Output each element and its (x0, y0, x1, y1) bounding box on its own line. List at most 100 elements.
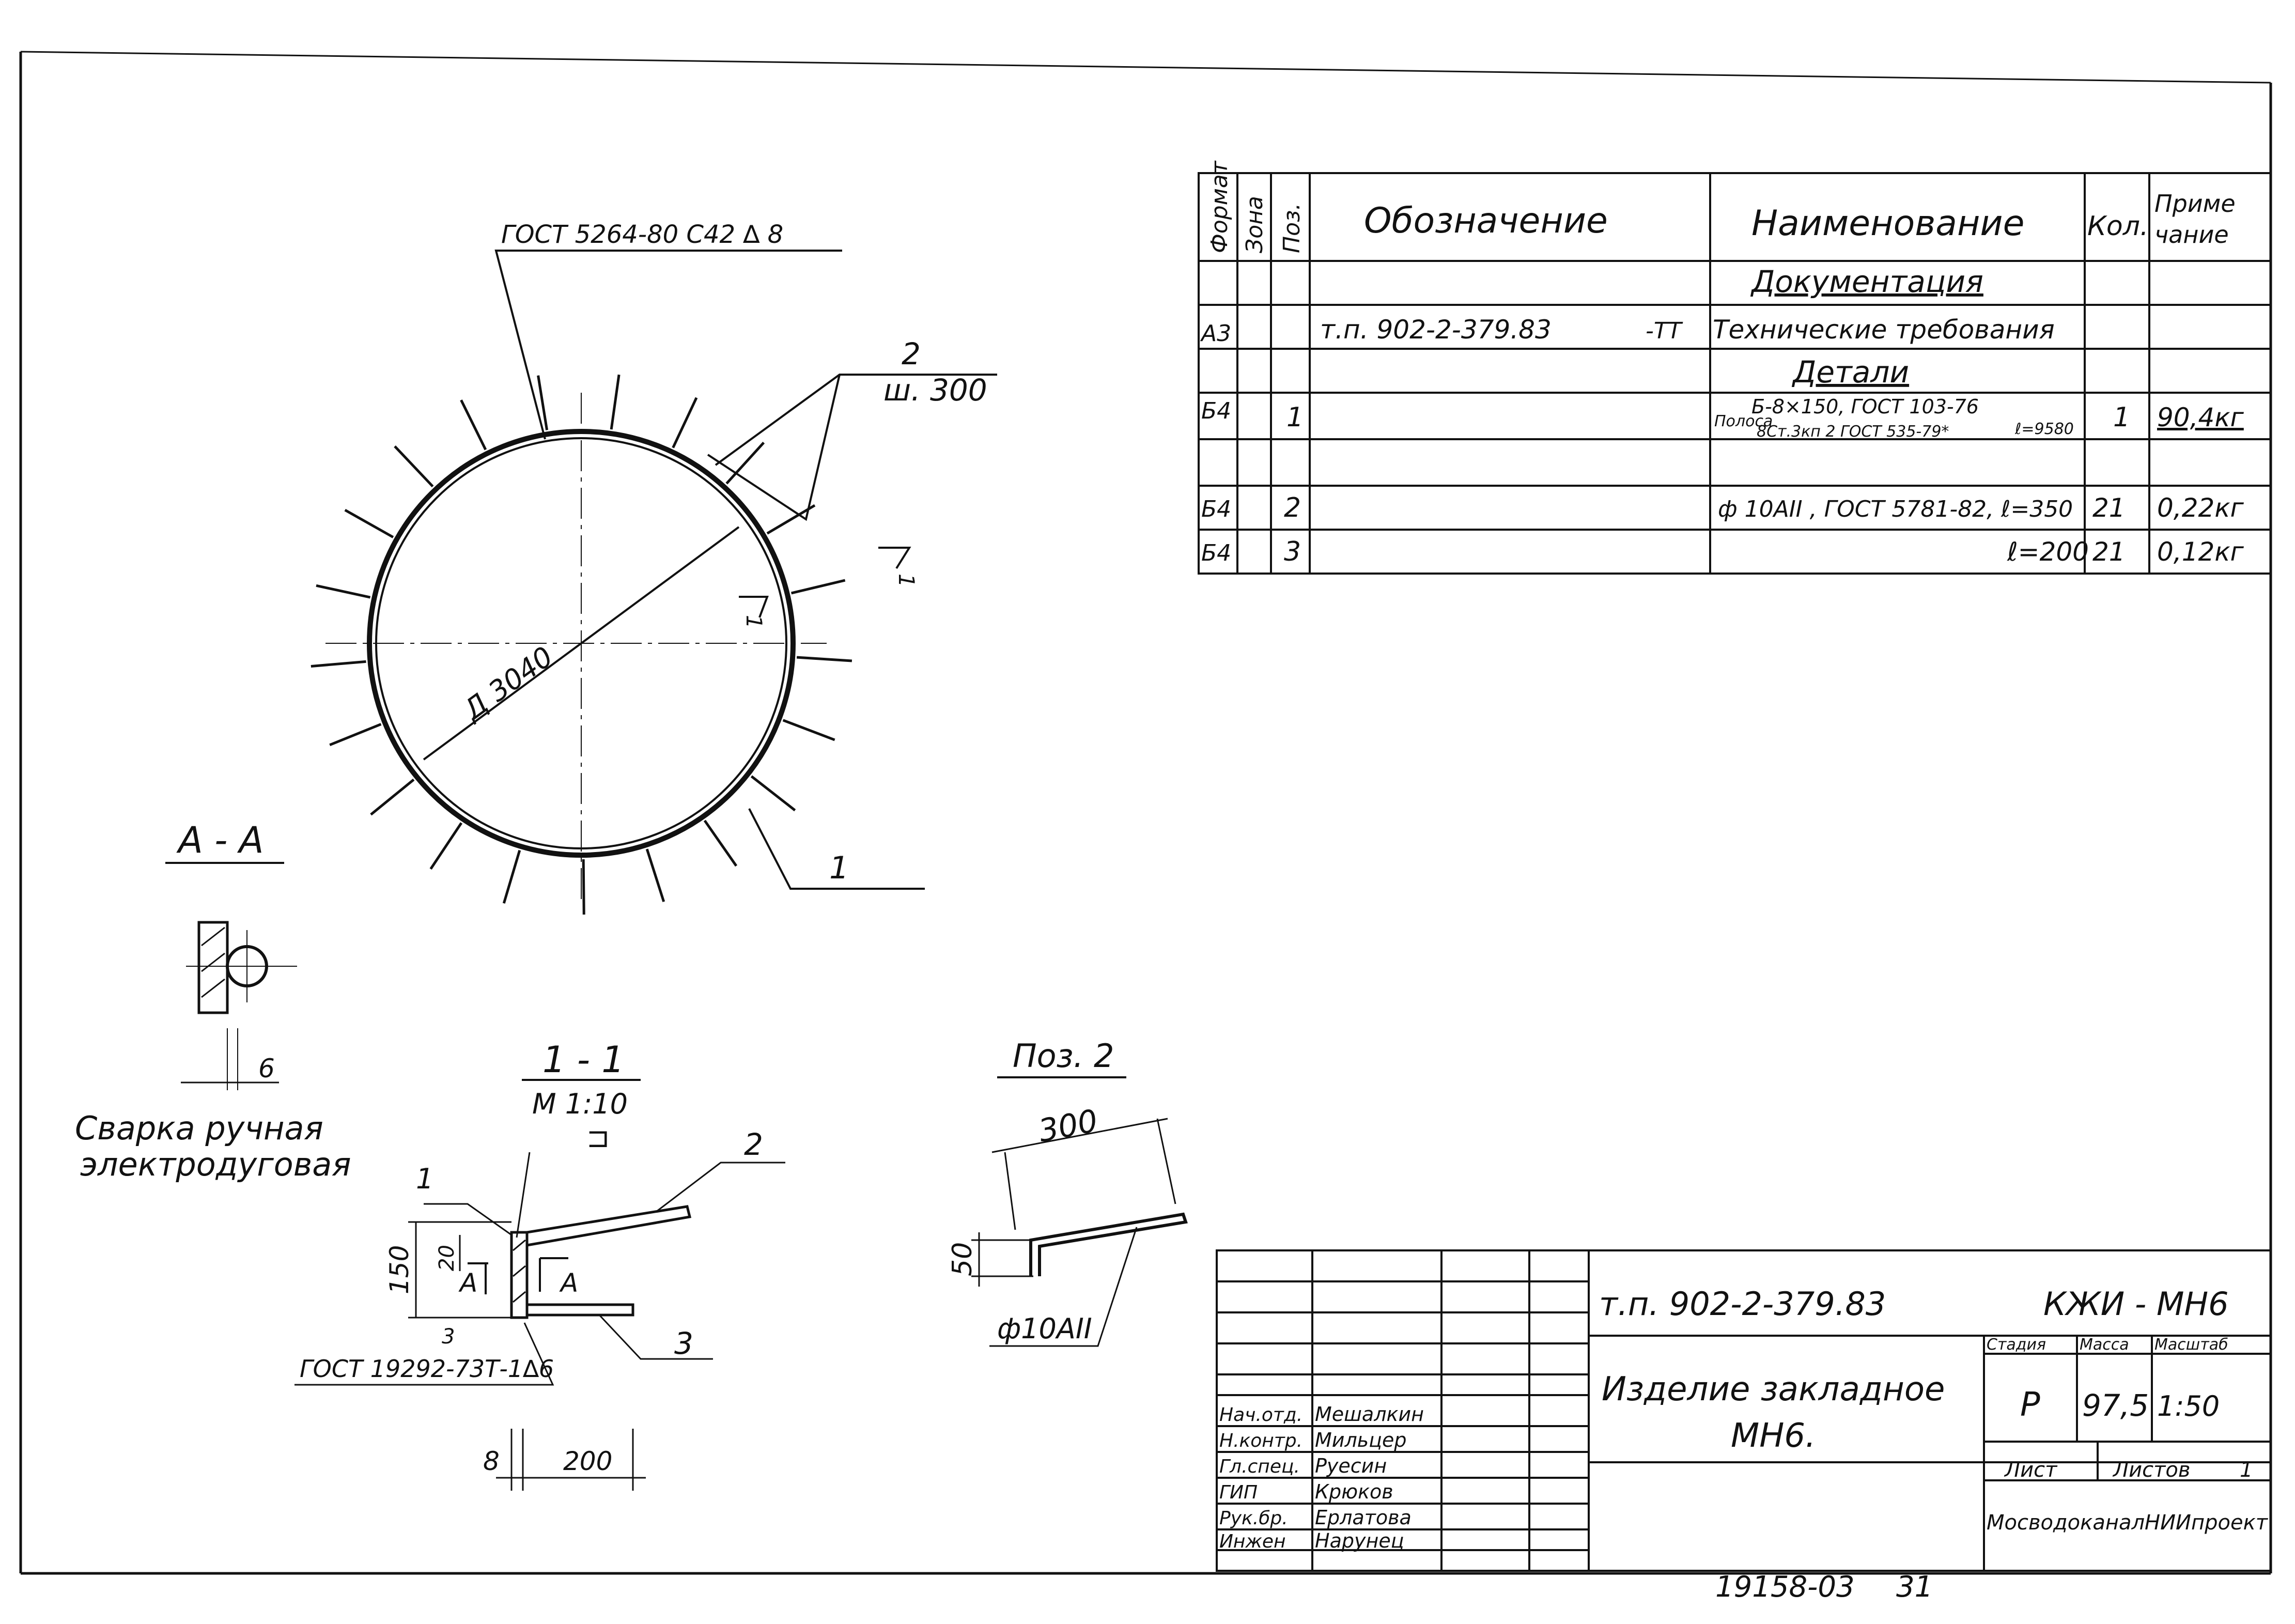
section-marker-top (878, 547, 911, 569)
pos1-label: 1 (829, 850, 849, 886)
footer-page: 31 (1896, 1570, 1933, 1604)
row2-name-a: Б-8×150, ГОСТ 103-76 (1751, 395, 1979, 418)
s11-bar-3 (525, 1303, 634, 1317)
pos2-bar (1029, 1212, 1188, 1276)
tb-roles: Нач.отд.МешалкинН.контр.МильцерГл.спец.Р… (1219, 1403, 1424, 1552)
diameter-label: Д 3040 (457, 640, 559, 727)
anchor-bar (329, 723, 382, 746)
pos2-leader-a (707, 374, 841, 521)
row3-note: 0,22кг (2157, 493, 2244, 523)
row4-note: 0,12кг (2157, 537, 2244, 567)
header-note-a: Приме (2154, 190, 2236, 218)
tb-person: Мешалкин (1315, 1403, 1424, 1426)
aa-note-2: электродуговая (80, 1146, 351, 1183)
section-aa: А - А 6 Сварка ручная электродуговая (75, 819, 351, 1183)
pos2-detail: Поз. 2 300 50 ф10АII (947, 1037, 1188, 1347)
s11-dim-200: 200 (563, 1446, 612, 1476)
tb-role: Рук.бр. (1219, 1508, 1288, 1529)
pos2-pitch: ш. 300 (883, 373, 987, 408)
aa-note-1: Сварка ручная (75, 1109, 323, 1147)
anchor-bar (394, 445, 434, 488)
tb-sheet-code: КЖИ - МН6 (2043, 1285, 2229, 1323)
row3-format: Б4 (1201, 496, 1231, 522)
s11-dim-150: 150 (384, 1245, 414, 1294)
tb-role: Нач.отд. (1219, 1404, 1302, 1426)
row1-designation: т.п. 902-2-379.83 (1320, 315, 1552, 345)
row2-name-d: ℓ=9580 (2014, 420, 2074, 438)
anchor-bar (537, 375, 549, 430)
tb-person: Нарунец (1315, 1529, 1404, 1552)
tb-org: МосводоканалНИИпроект (1987, 1511, 2269, 1535)
section-marker-inner (739, 596, 769, 618)
row1-name: Технические требования (1713, 315, 2055, 345)
tb-role: ГИП (1219, 1482, 1258, 1503)
header-qty: Кол. (2087, 211, 2149, 242)
section-details: Детали (1791, 354, 1909, 390)
s11-label-3: 3 (674, 1326, 693, 1361)
anchor-bar (311, 660, 366, 668)
row4-pos: 3 (1284, 536, 1301, 567)
pos2-dim-50: 50 (947, 1242, 978, 1276)
section-aa-title: А - А (176, 819, 264, 861)
tb-mass-h: Масса (2080, 1336, 2129, 1354)
tb-person: Мильцер (1315, 1429, 1407, 1451)
s11-dim-20: 20 (435, 1245, 459, 1271)
header-designation: Обозначение (1364, 200, 1608, 241)
row2-note: 90,4кг (2157, 403, 2244, 432)
section-marker-top-label: 1 (894, 574, 919, 587)
tb-mass: 97,5 (2082, 1388, 2149, 1423)
tb-scale: 1:50 (2157, 1390, 2220, 1422)
anchor-bar (725, 441, 765, 485)
row2-pos: 1 (1286, 402, 1304, 433)
header-pos: Поз. (1279, 203, 1305, 253)
tb-sheet-h: Лист (2004, 1458, 2058, 1482)
specification-table (1198, 172, 2272, 575)
pos2-title: Поз. 2 (1013, 1037, 1114, 1075)
frame-top (20, 51, 2271, 84)
footer-archive: 19158-03 (1715, 1570, 1855, 1604)
tb-stage-h: Стадия (1987, 1336, 2046, 1354)
s11-label-2: 2 (744, 1127, 763, 1162)
tb-name-2: МН6. (1731, 1417, 1816, 1455)
section-11-symbol: ⊐ (586, 1121, 610, 1154)
tb-stage: Р (2020, 1386, 2040, 1424)
section-marker-inner-label: 1 (741, 615, 767, 629)
anchor-bar (344, 508, 394, 538)
tb-code: т.п. 902-2-379.83 (1599, 1285, 1886, 1323)
s11-bar-2 (525, 1205, 692, 1247)
s11-weld: ГОСТ 19292-73Т-1∆6 (300, 1355, 554, 1383)
row2-format: Б4 (1201, 398, 1231, 424)
section-documentation: Документация (1750, 264, 1983, 299)
anchor-bar (610, 374, 621, 430)
s11-a-right: А (559, 1268, 578, 1298)
section-1-1: 1 - 1 М 1:10 ⊐ 1 2 3 ГОСТ 19292-73Т-1∆6 … (294, 1039, 785, 1491)
s11-dim-3: 3 (442, 1325, 455, 1349)
header-note-b: чание (2154, 221, 2229, 249)
row3-name: ф 10АII , ГОСТ 5781-82, ℓ=350 (1718, 496, 2073, 522)
anchor-bar (645, 848, 665, 902)
anchor-bar (582, 859, 585, 915)
anchor-bar (790, 579, 846, 595)
row4-qty: 21 (2092, 537, 2126, 567)
anchor-bars (311, 374, 852, 915)
row2-name-b: Полоса (1714, 412, 1773, 430)
header-zone: Зона (1242, 196, 1268, 253)
tb-name-1: Изделие закладное (1602, 1370, 1945, 1409)
anchor-bar (460, 399, 487, 451)
pos1-leader (748, 808, 925, 890)
tb-role: Инжен (1219, 1531, 1286, 1552)
anchor-bar (502, 849, 521, 904)
anchor-bar (370, 778, 415, 816)
pos2-dim-300: 300 (1036, 1103, 1101, 1150)
anchor-bar (766, 504, 816, 535)
s11-plate (510, 1231, 529, 1319)
tb-person: Руесин (1315, 1455, 1387, 1477)
row4-format: Б4 (1201, 540, 1231, 566)
row1-suffix: -ТТ (1646, 318, 1683, 344)
anchor-bar (429, 822, 463, 870)
tb-sheets: 1 (2240, 1458, 2253, 1482)
row2-name-c: 8Ст.3кп 2 ГОСТ 535-79* (1757, 423, 1949, 441)
anchor-bar (796, 656, 852, 662)
s11-label-1: 1 (416, 1163, 433, 1195)
